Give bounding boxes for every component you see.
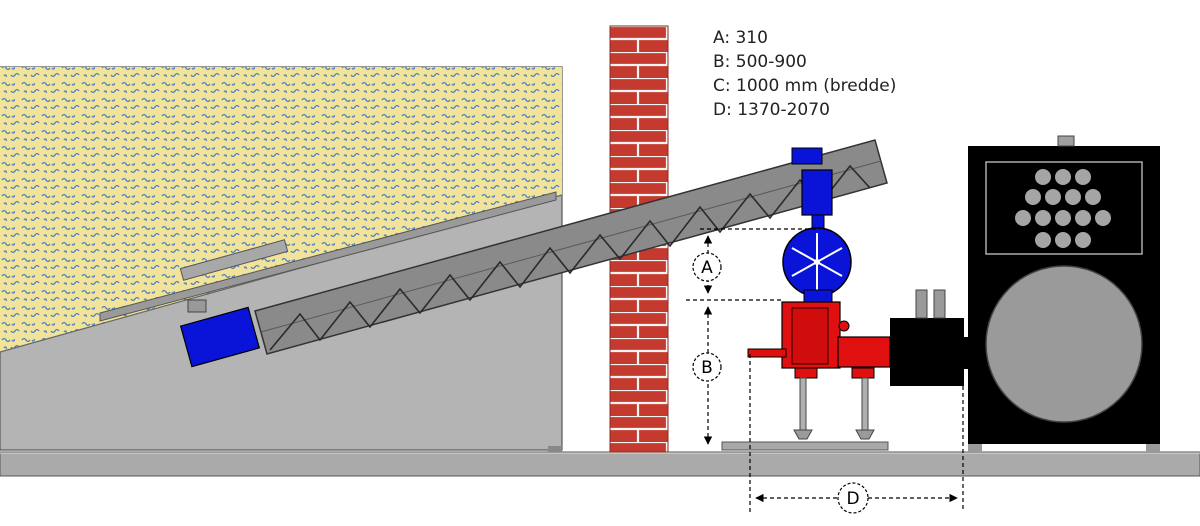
legend-c: C: 1000 mm (bredde) [713,76,897,96]
auger-conveyor [179,139,888,368]
dimension-a: A [686,228,820,301]
boiler-door [985,265,1143,423]
burner-connector [890,289,976,386]
fan-icon [791,233,843,291]
auger-motor [179,306,261,368]
dimension-b: B [692,306,722,445]
rotary-feeder [782,169,852,303]
boiler [968,135,1160,452]
air-vent-icon [1015,169,1111,248]
pellet-fill [0,67,562,352]
auger-screw [269,164,871,351]
ground-floor [0,451,1200,477]
pellet-hopper [0,66,563,452]
dimension-d: D [749,354,964,514]
dimension-legend: A: 310 B: 500-900 C: 1000 mm (bredde) D:… [713,26,896,122]
dimension-b-label: B [701,358,713,378]
legend-d: D: 1370-2070 [713,100,830,120]
legend-a: A: 310 [713,28,768,48]
dimension-d-label: D [846,489,859,509]
legend-b: B: 500-900 [713,52,807,72]
pellet-burner [721,301,891,451]
dimension-a-label: A [701,258,713,278]
